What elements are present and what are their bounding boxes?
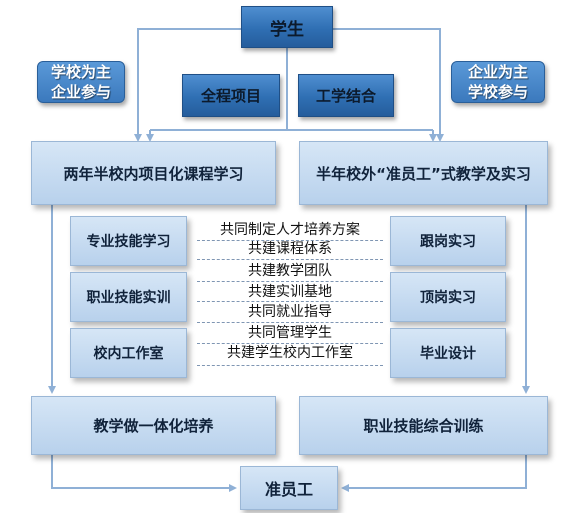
middle-item: 共建学生校内工作室 xyxy=(227,345,353,361)
right-item-job-internship: 顶岗实习 xyxy=(390,272,506,322)
employee-box: 准员工 xyxy=(240,466,338,510)
arrow-right-employee xyxy=(341,455,527,492)
dashed-divider xyxy=(197,365,383,366)
whole-process-box: 全程项目 xyxy=(182,74,280,117)
middle-item: 共同管理学生 xyxy=(248,325,332,341)
middle-item: 共建教学团队 xyxy=(248,263,332,279)
student-box: 学生 xyxy=(241,6,333,48)
school-led-label: 学校为主 企业参与 xyxy=(37,61,125,103)
left-main-box: 两年半校内项目化课程学习 xyxy=(31,141,276,205)
right-main-box: 半年校外“准员工”式教学及实习 xyxy=(299,141,548,205)
enterprise-led-label: 企业为主 学校参与 xyxy=(451,61,545,103)
arrow-student-right xyxy=(333,28,444,142)
right-item-shadow-internship: 跟岗实习 xyxy=(390,216,506,266)
middle-item: 共同就业指导 xyxy=(248,304,332,320)
left-item-professional-skill: 专业技能学习 xyxy=(70,216,187,266)
arrow-left-employee xyxy=(51,455,237,492)
arrow-student-left xyxy=(134,28,241,142)
right-bottom-box: 职业技能综合训练 xyxy=(299,396,548,455)
left-item-vocational-training: 职业技能实训 xyxy=(70,272,187,322)
left-item-campus-studio: 校内工作室 xyxy=(70,328,187,378)
work-study-box: 工学结合 xyxy=(298,74,394,117)
middle-item: 共建实训基地 xyxy=(248,284,332,300)
enterprise-led-line2: 学校参与 xyxy=(467,83,528,101)
dashed-divider xyxy=(197,322,383,323)
enterprise-led-line1: 企业为主 xyxy=(467,63,528,81)
dashed-divider xyxy=(197,281,383,282)
right-item-graduation-design: 毕业设计 xyxy=(390,328,506,378)
school-led-line1: 学校为主 xyxy=(50,63,111,81)
middle-item: 共建课程体系 xyxy=(248,241,332,257)
dashed-divider xyxy=(197,259,383,260)
dashed-divider xyxy=(197,301,383,302)
dashed-divider xyxy=(197,343,383,344)
left-bottom-box: 教学做一体化培养 xyxy=(31,396,276,455)
school-led-line2: 企业参与 xyxy=(50,83,111,101)
middle-item: 共同制定人才培养方案 xyxy=(220,222,360,238)
dashed-divider xyxy=(197,240,383,241)
